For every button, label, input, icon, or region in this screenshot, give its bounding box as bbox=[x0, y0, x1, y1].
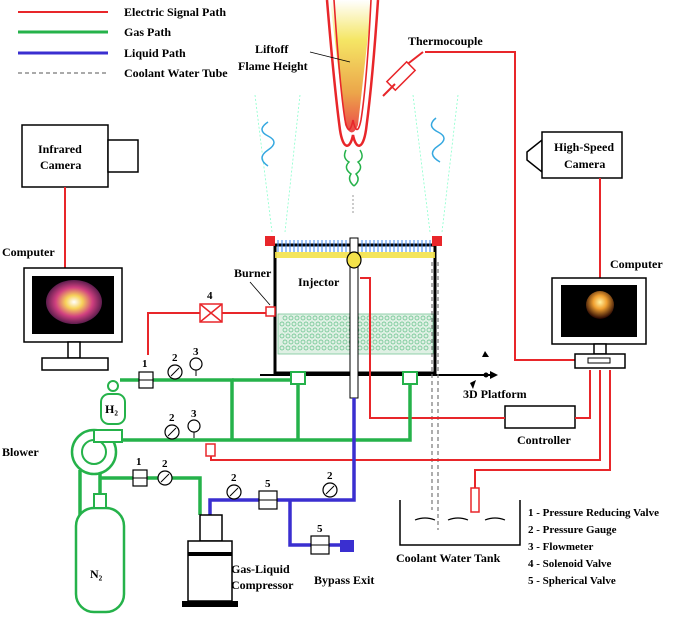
air-swirls bbox=[254, 94, 459, 233]
flame-base-icon bbox=[343, 149, 363, 187]
swirl-left-icon bbox=[261, 121, 275, 167]
compressor: Gas-Liquid Compressor bbox=[182, 514, 294, 607]
flow-sensor-icon bbox=[205, 443, 216, 457]
flame-height-pointer bbox=[309, 51, 351, 63]
key-item-4: 4 - Solenoid Valve bbox=[528, 558, 612, 570]
flame-height-label: Liftoff Flame Height bbox=[238, 42, 308, 73]
thermocouple: Thermocouple bbox=[382, 34, 483, 97]
h2-bottle: H₂ bbox=[100, 380, 126, 425]
flowmeter-icon bbox=[187, 419, 201, 433]
component-number: 2 bbox=[231, 472, 237, 484]
pressure-gauge-bottom: 2 bbox=[157, 458, 173, 486]
compressor-label: Gas-Liquid Compressor bbox=[231, 562, 294, 592]
n2-bottle: N₂ bbox=[74, 493, 126, 614]
key-item-3: 3 - Flowmeter bbox=[528, 541, 593, 553]
solenoid-valve-number: 4 bbox=[207, 290, 213, 302]
legend-coolant-label: Coolant Water Tube bbox=[124, 66, 228, 80]
blower: Blower bbox=[2, 428, 123, 476]
3d-platform: 3D Platform bbox=[463, 351, 527, 401]
thermocouple-wire bbox=[425, 51, 575, 361]
legend: Electric Signal Path Gas Path Liquid Pat… bbox=[18, 5, 228, 80]
component-number: 5 bbox=[265, 478, 271, 490]
component-number: 1 bbox=[142, 358, 148, 370]
infrared-camera: Infrared Camera bbox=[21, 124, 139, 188]
spherical-valve-liquid: 5 bbox=[258, 478, 278, 510]
component-number: 3 bbox=[191, 408, 197, 420]
n2-bottle-icon bbox=[74, 506, 126, 614]
controller-label: Controller bbox=[517, 433, 571, 447]
pressure-gauge-liquid-1: 2 bbox=[226, 472, 242, 500]
injector-liquid-line bbox=[290, 398, 356, 502]
high-speed-camera: High-Speed Camera bbox=[526, 131, 623, 179]
high-speed-camera-label: High-Speed Camera bbox=[554, 140, 617, 171]
injector-label: Injector bbox=[298, 275, 340, 289]
component-number: 2 bbox=[327, 470, 333, 482]
legend-electric-label: Electric Signal Path bbox=[124, 5, 226, 19]
coolant-tank: Coolant Water Tank bbox=[396, 500, 521, 565]
computer-left-label: Computer bbox=[2, 245, 55, 259]
computer-right-label: Computer bbox=[610, 257, 663, 271]
key-item-2: 2 - Pressure Gauge bbox=[528, 524, 617, 536]
bypass-label: Bypass Exit bbox=[314, 573, 374, 587]
pressure-gauge-top: 2 bbox=[167, 352, 183, 380]
gas-inlet-icon bbox=[290, 371, 306, 385]
computer-left: Computer bbox=[2, 245, 123, 371]
legend-liquid-label: Liquid Path bbox=[124, 46, 186, 60]
flowmeter-icon bbox=[189, 357, 203, 371]
component-number: 5 bbox=[317, 523, 323, 535]
coolant-tank-icon bbox=[399, 500, 521, 546]
thermocouple-icon bbox=[385, 60, 417, 92]
h2-bottle-icon bbox=[100, 393, 126, 425]
pressure-gauge-mid: 2 bbox=[164, 412, 180, 440]
component-number: 2 bbox=[172, 352, 178, 364]
key-item-5: 5 - Spherical Valve bbox=[528, 575, 616, 587]
h2-label: H₂ bbox=[105, 402, 118, 416]
computer-right: Computer bbox=[551, 257, 663, 369]
flame-core-icon bbox=[330, 0, 372, 133]
flame: Liftoff Flame Height bbox=[238, 0, 380, 215]
solenoid-valve: 4 bbox=[199, 290, 223, 323]
gas-inlet-icon bbox=[402, 371, 418, 385]
key-item-1: 1 - Pressure Reducing Valve bbox=[528, 507, 659, 519]
injector-nozzle-icon bbox=[346, 251, 362, 269]
flame-outline-icon bbox=[325, 0, 380, 147]
legend-gas-label: Gas Path bbox=[124, 25, 171, 39]
pressure-gauge-liquid-2: 2 bbox=[322, 470, 338, 498]
infrared-camera-label: Infrared Camera bbox=[38, 142, 85, 172]
component-key: 1 - Pressure Reducing Valve 2 - Pressure… bbox=[528, 507, 659, 587]
infrared-camera-icon bbox=[21, 124, 109, 188]
bypass-exit-icon bbox=[340, 540, 354, 552]
swirl-right-icon bbox=[430, 117, 445, 163]
platform-label: 3D Platform bbox=[463, 387, 527, 401]
flame-inner-icon bbox=[333, 0, 372, 131]
component-number: 2 bbox=[162, 458, 168, 470]
flowmeter-top: 3 bbox=[189, 346, 203, 376]
injector: Injector bbox=[298, 237, 362, 399]
valves-and-gauges: 1 2 3 2 3 1 2 2 5 2 5 bbox=[132, 346, 418, 555]
flowmeter-mid: 3 bbox=[187, 408, 201, 438]
infrared-image-icon bbox=[46, 280, 102, 324]
n2-label: N₂ bbox=[90, 567, 103, 581]
thermocouple-label: Thermocouple bbox=[408, 34, 483, 48]
component-number: 3 bbox=[193, 346, 199, 358]
coolant-tank-label: Coolant Water Tank bbox=[396, 551, 501, 565]
burner: Burner bbox=[234, 236, 442, 375]
pressure-reducing-valve-top: 1 bbox=[138, 358, 154, 389]
component-number: 1 bbox=[136, 456, 142, 468]
coolant-sensor-icon bbox=[470, 487, 480, 513]
burner-label: Burner bbox=[234, 266, 272, 280]
blower-gas-line bbox=[120, 380, 412, 442]
blower-label: Blower bbox=[2, 445, 39, 459]
spherical-valve-bypass: 5 bbox=[310, 523, 330, 555]
pressure-reducing-valve-bottom: 1 bbox=[132, 456, 148, 487]
flame-image-icon bbox=[586, 291, 614, 319]
component-number: 2 bbox=[169, 412, 175, 424]
controller-box bbox=[504, 405, 576, 429]
high-speed-camera-icon bbox=[541, 131, 623, 179]
compressor-icon bbox=[187, 540, 233, 602]
burner-port-icon bbox=[265, 306, 276, 317]
